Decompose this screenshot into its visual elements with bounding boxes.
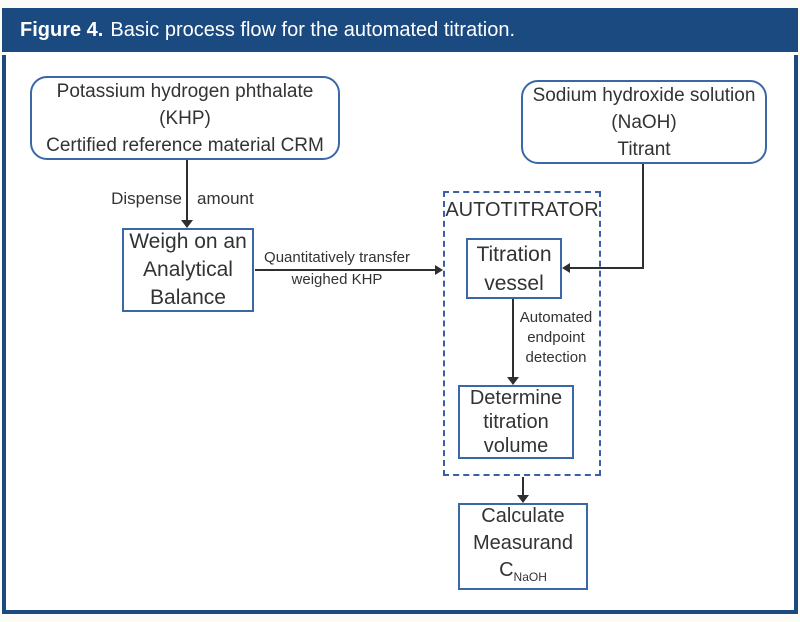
figure-title: Basic process flow for the automated tit… (110, 19, 515, 41)
edge-label-endpoint: Automated endpoint detection (516, 308, 596, 368)
node-naoh-line3: Titrant (617, 138, 671, 160)
arrow-naoh-left-line (570, 267, 644, 269)
arrow-vessel-to-determine-head (507, 377, 519, 385)
arrow-khp-to-weigh-head (181, 220, 193, 228)
node-khp-line3: Certified reference material CRM (46, 134, 324, 156)
node-calculate-line2: Measurand (472, 531, 574, 554)
figure-number-label: Figure 4. (20, 19, 104, 41)
arrow-vessel-to-determine-line (512, 298, 514, 377)
arrow-naoh-down-line (642, 164, 644, 269)
arrow-autotitrator-to-calculate-line (522, 477, 524, 496)
node-naoh-line2: (NaOH) (611, 111, 677, 133)
formula-subscript: NaOH (513, 569, 547, 584)
node-weigh-line3: Balance (150, 286, 226, 309)
autotitrator-dashed-box (443, 191, 601, 476)
arrow-weigh-to-autotitrator-line (255, 269, 435, 271)
node-determine-line2: titration (483, 411, 549, 433)
edge-label-amount: amount (197, 189, 254, 208)
figure-caption: Figure 4. Basic process flow for the auto… (2, 8, 798, 52)
node-khp: Potassium hydrogen phthalate (KHP) Certi… (30, 76, 340, 160)
node-titration-vessel: Titration vessel (466, 238, 562, 299)
edge-label-dispense: Dispense (111, 189, 182, 208)
edge-label-endpoint-line2: endpoint (527, 329, 585, 346)
node-weigh-line1: Weigh on an (129, 230, 247, 253)
node-weigh-balance: Weigh on an Analytical Balance (122, 228, 254, 312)
node-determine-volume: Determine titration volume (458, 385, 574, 459)
node-naoh: Sodium hydroxide solution (NaOH) Titrant (521, 80, 767, 164)
arrow-naoh-head (562, 263, 570, 273)
node-calculate-line1: Calculate (481, 504, 565, 527)
node-khp-line1: Potassium hydrogen phthalate (56, 80, 314, 102)
edge-label-transfer-line2: weighed KHP (291, 271, 383, 288)
node-weigh-line2: Analytical (143, 258, 233, 281)
node-vessel-line2: vessel (484, 271, 544, 295)
autotitrator-label: AUTOTITRATOR (445, 199, 599, 221)
edge-label-endpoint-line1: Automated (519, 309, 593, 326)
edge-label-transfer: Quantitatively transfer weighed KHP (251, 247, 423, 291)
arrow-autotitrator-to-calculate-head (517, 495, 529, 503)
node-calculate-formula: CNaOH (460, 557, 586, 591)
edge-label-endpoint-line3: detection (525, 349, 587, 366)
formula-base: C (499, 558, 514, 581)
node-naoh-line1: Sodium hydroxide solution (532, 84, 756, 106)
node-calculate-measurand: Calculate Measurand CNaOH (458, 503, 588, 590)
edge-label-transfer-line1: Quantitatively transfer (264, 249, 410, 266)
arrow-khp-to-weigh-line (186, 159, 188, 220)
node-vessel-line1: Titration (476, 242, 552, 266)
arrow-weigh-to-autotitrator-head (435, 265, 443, 275)
node-determine-line3: volume (483, 435, 549, 457)
node-khp-line2: (KHP) (159, 107, 211, 129)
figure-header: Figure 4. Basic process flow for the auto… (2, 8, 798, 55)
node-determine-line1: Determine (469, 387, 563, 409)
